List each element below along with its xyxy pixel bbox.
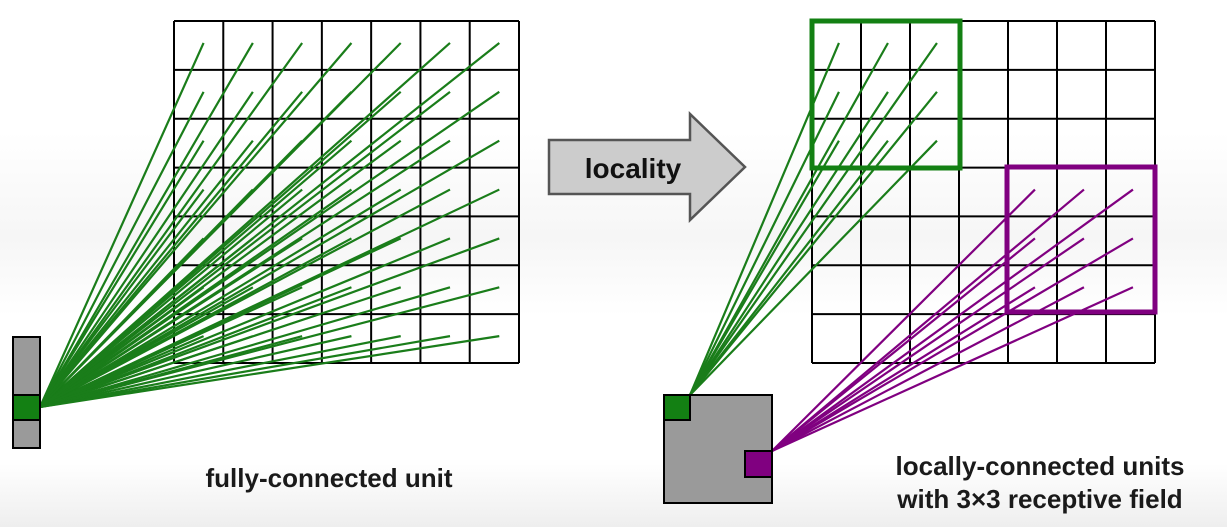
connection-line — [39, 140, 254, 408]
output-feature-map — [663, 394, 773, 504]
purple-connection-line — [771, 286, 1036, 452]
connection-line — [39, 335, 254, 409]
connection-line — [39, 286, 205, 408]
arrow-shape — [547, 111, 747, 223]
connection-line — [39, 286, 254, 408]
purple-connection-line — [771, 237, 1134, 452]
purple-connection-line — [771, 188, 1134, 452]
connection-line — [39, 237, 303, 408]
purple-connection-line — [771, 237, 1036, 452]
green-connection-line — [689, 91, 938, 396]
connection-line — [39, 90, 451, 408]
locally-connected-caption-line1: locally-connected units — [896, 451, 1185, 481]
connection-line — [39, 188, 402, 408]
green-receptive-field — [809, 18, 963, 171]
connection-line — [39, 286, 352, 409]
purple-connection-line — [771, 188, 1085, 452]
connection-line — [39, 42, 304, 408]
connection-line — [39, 188, 353, 408]
connection-line — [39, 237, 254, 408]
connection-line — [39, 335, 205, 409]
active-unit — [12, 394, 41, 421]
green-connection-line — [688, 42, 840, 396]
connection-line — [39, 91, 205, 408]
locally-connected-lines — [688, 42, 1134, 453]
connection-line — [39, 237, 451, 409]
purple-connection-line — [771, 286, 1085, 452]
green-connection-line — [689, 42, 938, 396]
green-output-unit — [663, 394, 691, 421]
fully-connected-caption: fully-connected unit — [206, 463, 453, 493]
green-connection-line — [689, 139, 938, 396]
unit-column-body — [12, 336, 41, 449]
connection-line — [39, 237, 205, 408]
connection-line — [39, 188, 303, 408]
connection-line — [38, 42, 205, 408]
connection-line — [39, 140, 205, 408]
green-connection-line — [689, 140, 840, 396]
connection-line — [39, 335, 303, 409]
connection-line — [39, 42, 353, 408]
purple-output-unit — [744, 450, 773, 478]
green-connection-line — [689, 91, 889, 396]
purple-receptive-field — [1004, 164, 1158, 315]
purple-connection-line — [771, 286, 1134, 453]
locally-connected-caption-line2: with 3×3 receptive field — [896, 484, 1182, 514]
green-connection-line — [689, 140, 889, 396]
green-connection-line — [689, 42, 889, 396]
connection-line — [39, 139, 500, 408]
connection-line — [39, 91, 303, 408]
purple-connection-line — [771, 237, 1085, 452]
purple-connection-line — [771, 188, 1036, 452]
connection-line — [39, 91, 254, 408]
connection-line — [39, 335, 500, 409]
fully-connected-lines — [38, 42, 500, 409]
connection-line — [39, 286, 451, 409]
fully-connected-unit-column — [12, 336, 41, 449]
connection-line — [39, 42, 254, 408]
arrow-label: locality — [585, 153, 682, 184]
locality-arrow: locality — [547, 111, 747, 223]
connection-line — [39, 335, 352, 409]
connection-line — [39, 335, 451, 409]
connection-line — [39, 188, 205, 408]
connection-line — [39, 335, 401, 409]
connection-line — [39, 237, 500, 409]
